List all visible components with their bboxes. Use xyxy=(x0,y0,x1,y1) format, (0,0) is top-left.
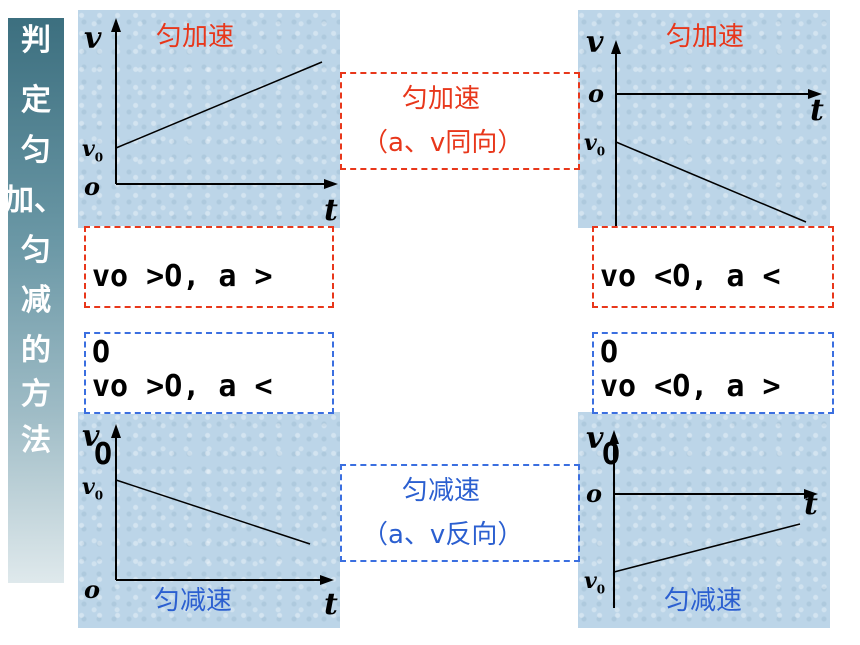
side-char: 判 xyxy=(21,23,51,58)
velocity-line xyxy=(613,523,801,573)
y-axis-arrow xyxy=(609,430,619,444)
side-title-bar: 判 定 匀 加、 匀 减 的 方 法 xyxy=(4,18,64,583)
panel-title: 匀减速 xyxy=(664,586,743,616)
y-axis-label: v xyxy=(586,25,604,60)
x-axis-arrow xyxy=(804,489,818,499)
graph-panel-top-left: v v0 o t 匀加速 xyxy=(78,10,340,228)
velocity-line xyxy=(115,479,311,545)
condition-zero: O xyxy=(600,335,619,370)
decel-rule-desc: （a、v反向） xyxy=(362,520,524,550)
side-char: 方 xyxy=(21,377,51,412)
side-char: 匀 xyxy=(21,133,51,168)
side-char: 匀 xyxy=(21,233,51,268)
y-axis-arrow xyxy=(611,40,621,54)
overlay-zero-right: O xyxy=(602,437,621,472)
condition-text: vo <O, a < xyxy=(600,259,781,294)
y-axis-label: v xyxy=(82,419,100,454)
condition-zero: O xyxy=(92,335,111,370)
x-axis-label: t xyxy=(810,93,824,128)
y-axis-label: v xyxy=(84,21,102,56)
v0-label: v0 xyxy=(82,136,104,165)
side-char: 减 xyxy=(21,283,51,318)
origin-label: o xyxy=(84,575,101,604)
x-axis-arrow xyxy=(324,179,338,189)
side-char: 定 xyxy=(21,83,51,118)
condition-box-decel-left: O vo >O, a < xyxy=(84,332,334,414)
graph-top-right-svg xyxy=(611,40,822,228)
origin-label: o xyxy=(586,479,603,508)
overlay-zero-left: O xyxy=(94,437,113,472)
decel-rule-box: 匀减速 （a、v反向） xyxy=(340,464,580,562)
graph-bottom-right-svg xyxy=(609,430,818,608)
velocity-line xyxy=(115,61,323,149)
accel-rule-desc: （a、v同向） xyxy=(362,128,524,158)
condition-box-accel-left: vo >O, a > xyxy=(84,226,334,308)
graph-top-left-svg xyxy=(111,18,338,189)
x-axis-label: t xyxy=(324,193,338,228)
v0-label: v0 xyxy=(584,130,606,159)
condition-text: vo <O, a > xyxy=(600,369,781,404)
graph-bottom-left-svg xyxy=(111,424,334,585)
y-axis-arrow xyxy=(111,18,121,32)
accel-rule-title: 匀加速 xyxy=(402,84,481,114)
origin-label: o xyxy=(588,79,605,108)
velocity-line xyxy=(615,141,807,223)
side-char: 加、 xyxy=(4,183,64,218)
x-axis-label: t xyxy=(804,487,818,522)
panel-title: 匀加速 xyxy=(156,22,235,52)
y-axis-label: v xyxy=(586,421,604,456)
side-char: 法 xyxy=(21,423,51,458)
x-axis-arrow xyxy=(808,89,822,99)
condition-box-accel-right: vo <O, a < xyxy=(592,226,834,308)
graph-panel-bottom-left: v v0 o t 匀减速 xyxy=(78,412,340,628)
graph-panel-top-right: v o v0 t 匀加速 xyxy=(578,10,830,228)
v0-label: v0 xyxy=(584,568,606,597)
y-axis-arrow xyxy=(111,424,121,438)
origin-label: o xyxy=(84,172,101,201)
condition-text: vo >O, a < xyxy=(92,369,273,404)
graph-panel-bottom-right: v o v0 t 匀减速 xyxy=(578,412,830,628)
x-axis-label: t xyxy=(324,587,338,622)
side-char: 的 xyxy=(21,333,51,368)
x-axis-arrow xyxy=(320,575,334,585)
panel-title: 匀减速 xyxy=(154,586,233,616)
panel-title: 匀加速 xyxy=(666,22,745,52)
condition-text: vo >O, a > xyxy=(92,259,273,294)
decel-rule-title: 匀减速 xyxy=(402,476,481,506)
condition-box-decel-right: O vo <O, a > xyxy=(592,332,834,414)
v0-label: v0 xyxy=(82,474,104,503)
accel-rule-box: 匀加速 （a、v同向） xyxy=(340,72,580,170)
